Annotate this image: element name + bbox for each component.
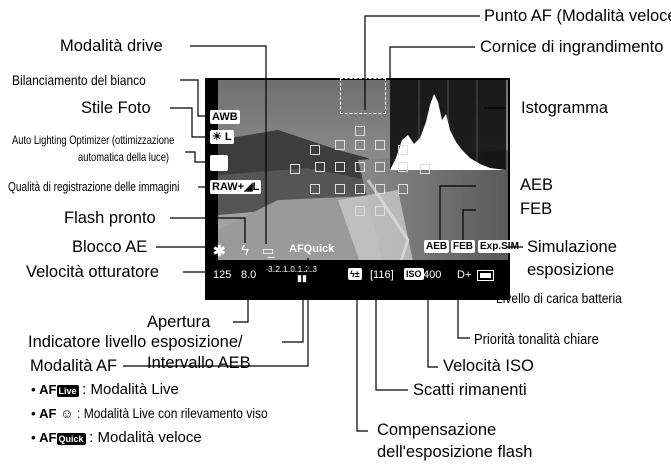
label-modalita-af: Modalità AF (30, 357, 118, 375)
magnification-frame (340, 78, 386, 114)
label-alo-line1: Auto Lighting Optimizer (ottimizzazione (12, 133, 175, 147)
af-point (398, 162, 408, 172)
label-compensazione-line1: Compensazione (377, 421, 497, 439)
label-indicatore-line1: Indicatore livello esposizione/ (28, 333, 243, 351)
af-point (290, 164, 300, 174)
af-point (335, 162, 345, 172)
awb-icon: AWB (210, 110, 240, 124)
label-velocita-iso: Velocità ISO (443, 357, 534, 375)
iso-value: 400 (423, 269, 442, 281)
label-priorita-tonalita: Priorità tonalità chiare (474, 331, 599, 348)
label-alo-line2: automatica della luce) (78, 150, 170, 164)
ae-lock-icon: ✱ (213, 243, 226, 260)
aperture-value: 8.0 (241, 269, 257, 281)
label-flash-pronto: Flash pronto (64, 209, 156, 227)
exposure-simulation-icon: Exp.SIM (478, 240, 521, 253)
af-point (375, 206, 385, 216)
af-point (310, 145, 320, 155)
picture-style-icon: ☀ L (210, 130, 234, 144)
exposure-level-scale: -3..2..1..0..1..2..3 (266, 265, 317, 274)
af-point (335, 140, 345, 150)
flash-ready-icon: ϟ (241, 242, 249, 259)
highlight-tone-priority-icon: D+ (457, 269, 472, 281)
label-blocco-ae: Blocco AE (72, 238, 148, 256)
label-istogramma: Istogramma (521, 99, 609, 117)
af-mode-item: • AF ☺ : Modalità Live con rilevamento v… (31, 405, 268, 421)
label-velocita-otturatore: Velocità otturatore (26, 263, 159, 281)
af-point (355, 206, 365, 216)
label-livello-batteria: Livello di carica batteria (496, 290, 622, 306)
iso-icon: ISO (404, 268, 424, 280)
picture-style-value: L (224, 131, 232, 143)
battery-icon (477, 270, 494, 281)
label-feb: FEB (520, 200, 553, 218)
af-mode-text: : Modalità Live con rilevamento viso (77, 405, 268, 421)
label-cornice-ingrandimento: Cornice di ingrandimento (480, 38, 664, 56)
af-point (310, 184, 320, 194)
exposure-level-marker: ▮▮ (297, 273, 307, 283)
label-indicatore-line2: Intervallo AEB (147, 354, 251, 372)
label-simulazione-line2: esposizione (527, 261, 615, 279)
label-compensazione-line2: dell'esposizione flash (377, 443, 533, 461)
histogram (390, 80, 506, 170)
af-point (355, 162, 365, 172)
label-qualita-registrazione: Qualità di registrazione delle immagini (8, 179, 180, 194)
feb-icon: FEB (451, 240, 475, 253)
af-point (335, 184, 345, 194)
af-point (375, 162, 385, 172)
label-simulazione-line1: Simulazione (527, 238, 617, 256)
label-scatti-rimanenti: Scatti rimanenti (413, 381, 527, 399)
label-modalita-drive: Modalità drive (60, 37, 163, 55)
label-stile-foto: Stile Foto (81, 99, 151, 117)
af-point (355, 184, 365, 194)
label-punto-af: Punto AF (Modalità veloce) (484, 7, 671, 25)
af-point (355, 126, 365, 136)
af-point (375, 140, 385, 150)
label-bilanciamento-bianco: Bilanciamento del bianco (12, 72, 146, 88)
flash-compensation-icon: ϟ± (348, 268, 362, 280)
shutter-speed-value: 125 (213, 269, 232, 281)
af-face-icon: AF ☺ (39, 406, 74, 421)
af-mode-text: : Modalità Live (82, 381, 179, 398)
af-point (355, 140, 365, 150)
aeb-icon: AEB (424, 240, 450, 253)
raw-label: RAW+ (212, 181, 245, 193)
shots-remaining-value: [116] (370, 269, 394, 281)
af-point (420, 164, 430, 174)
drive-mode-icon: ▭̲ (262, 243, 275, 258)
af-point (398, 184, 408, 194)
af-mode-icon: AFQuick (289, 243, 335, 255)
af-point (375, 184, 385, 194)
af-mode-text: : Modalità veloce (89, 429, 202, 446)
image-quality-icon: RAW+◢L (210, 180, 262, 194)
af-point (315, 162, 325, 172)
auto-lighting-optimizer-icon (210, 155, 228, 171)
label-apertura: Apertura (147, 313, 211, 331)
af-point (398, 145, 408, 155)
label-aeb: AEB (520, 176, 554, 194)
